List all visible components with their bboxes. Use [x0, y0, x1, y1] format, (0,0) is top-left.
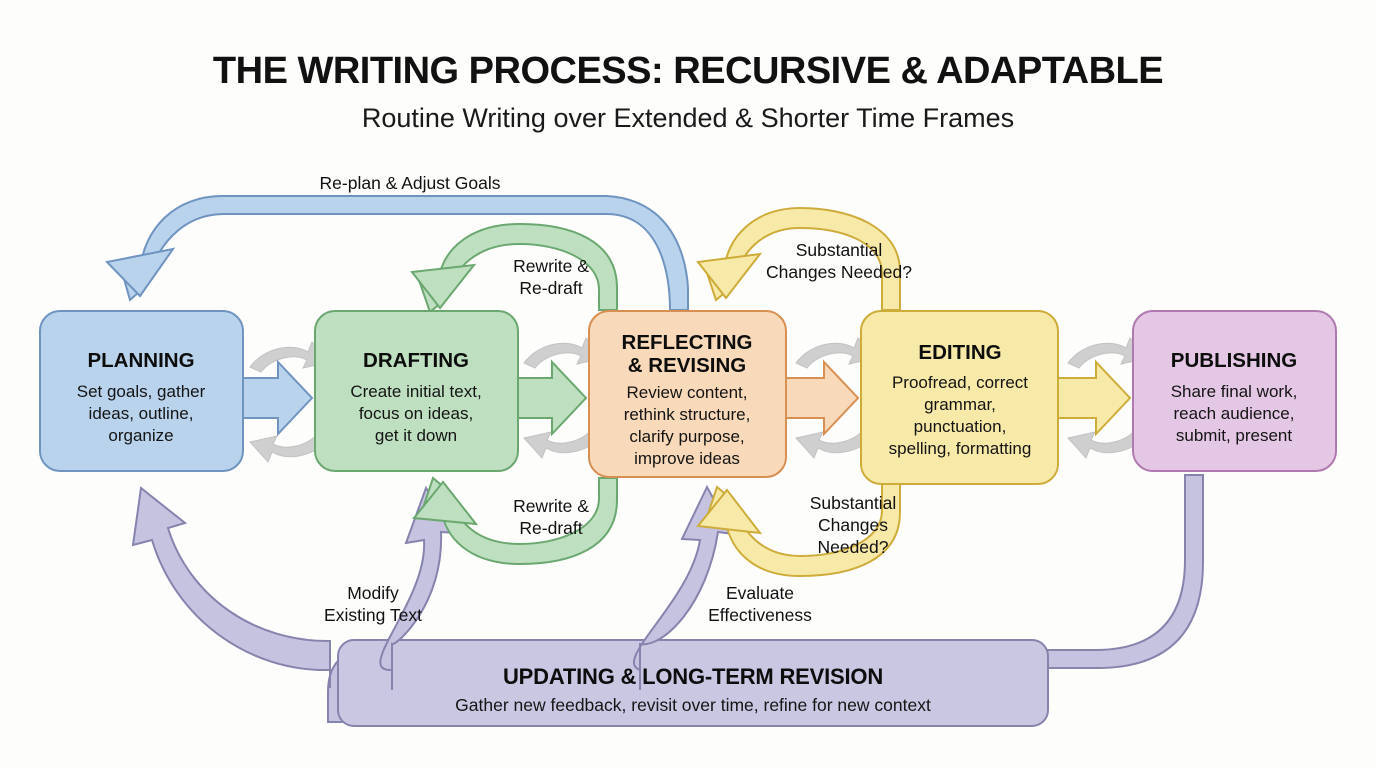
stage-desc-planning-2: ideas, outline,	[89, 404, 194, 423]
flow-arrow-reflecting-to-editing	[785, 359, 860, 437]
banner-subtitle: Gather new feedback, revisit over time, …	[455, 695, 931, 715]
substantial-top-arrowhead	[696, 252, 763, 300]
stage-box-editing[interactable]: EDITING Proofread, correct grammar, punc…	[860, 310, 1059, 485]
banner-title: UPDATING & LONG-TERM REVISION	[503, 664, 883, 689]
replan-arrowhead	[104, 247, 176, 298]
evaluate-label-line1: Evaluate	[726, 583, 794, 603]
flow-arrow-planning-to-drafting	[239, 359, 314, 437]
modify-existing-text-arrow-drafting	[379, 485, 457, 690]
rewrite-redraft-loop-bottom: Rewrite & Re-draft	[412, 476, 618, 566]
rewrite-redraft-loop-top: Rewrite & Re-draft	[410, 222, 618, 314]
recursive-arrows-reflecting-editing	[795, 337, 877, 459]
page-title: THE WRITING PROCESS: RECURSIVE & ADAPTAB…	[213, 50, 1163, 92]
rewrite-bottom-label-line2: Re-draft	[519, 518, 582, 538]
stage-title-planning: PLANNING	[87, 349, 194, 372]
stage-box-publishing[interactable]: PUBLISHING Share final work, reach audie…	[1132, 310, 1337, 472]
replan-adjust-goals-loop: Re-plan & Adjust Goals	[104, 173, 690, 311]
banner-box	[337, 639, 1049, 727]
substantial-bottom-label-line2: Changes	[818, 515, 888, 535]
stage-desc-drafting-1: Create initial text,	[350, 382, 481, 401]
evaluate-label-line2: Effectiveness	[708, 605, 812, 625]
stage-title-reflecting: REFLECTING	[622, 331, 753, 354]
stage-desc-editing-4: spelling, formatting	[889, 439, 1032, 458]
stage-desc-planning-3: organize	[108, 426, 173, 445]
rewrite-top-label-line1: Rewrite &	[513, 256, 589, 276]
rewrite-bottom-label-line1: Rewrite &	[513, 496, 589, 516]
substantial-changes-loop-top: Substantial Changes Needed?	[696, 206, 912, 311]
replan-loop-label: Re-plan & Adjust Goals	[320, 173, 501, 193]
stage-desc-publishing-3: submit, present	[1176, 426, 1292, 445]
stage-desc-editing-1: Proofread, correct	[892, 373, 1028, 392]
stage-title-reflecting-2: & REVISING	[628, 354, 746, 377]
modify-label-line1: Modify	[347, 583, 399, 603]
substantial-bottom-label-line1: Substantial	[810, 493, 897, 513]
stage-desc-reflecting-2: rethink structure,	[624, 405, 751, 424]
substantial-bottom-label-line3: Needed?	[817, 537, 888, 557]
stage-desc-reflecting-1: Review content,	[627, 383, 748, 402]
stage-desc-publishing-2: reach audience,	[1174, 404, 1295, 423]
stage-desc-reflecting-3: clarify purpose,	[629, 427, 744, 446]
flow-arrow-drafting-to-reflecting	[513, 359, 588, 437]
substantial-changes-loop-bottom: Substantial Changes Needed?	[696, 477, 901, 578]
substantial-top-label-line2: Changes Needed?	[766, 262, 912, 282]
recursive-arrows-editing-publishing	[1067, 337, 1149, 459]
rewrite-top-arrowhead	[410, 263, 477, 310]
stage-desc-drafting-3: get it down	[375, 426, 457, 445]
evaluate-effectiveness-arrow	[632, 484, 735, 690]
substantial-top-label-line1: Substantial	[796, 240, 883, 260]
stage-desc-reflecting-4: improve ideas	[634, 449, 740, 468]
stage-box-drafting[interactable]: DRAFTING Create initial text, focus on i…	[314, 310, 519, 472]
stage-title-drafting: DRAFTING	[363, 349, 469, 372]
stage-desc-editing-3: punctuation,	[914, 417, 1007, 436]
rewrite-bottom-arrowhead	[412, 480, 479, 526]
stage-desc-publishing-1: Share final work,	[1171, 382, 1298, 401]
stage-desc-drafting-2: focus on ideas,	[359, 404, 473, 423]
modify-existing-text-arrow-planning	[131, 486, 331, 688]
rewrite-top-label-line2: Re-draft	[519, 278, 582, 298]
modify-label-line2: Existing Text	[324, 605, 422, 625]
page-subtitle: Routine Writing over Extended & Shorter …	[362, 103, 1014, 133]
updating-long-term-band: UPDATING & LONG-TERM REVISION Gather new…	[327, 474, 1204, 727]
stage-desc-editing-2: grammar,	[924, 395, 996, 414]
stage-title-editing: EDITING	[918, 341, 1001, 364]
stage-box-reflecting-revising[interactable]: REFLECTING & REVISING Review content, re…	[588, 310, 787, 478]
stage-desc-planning-1: Set goals, gather	[77, 382, 206, 401]
stage-box-planning[interactable]: PLANNING Set goals, gather ideas, outlin…	[39, 310, 244, 472]
flow-arrow-editing-to-publishing	[1057, 359, 1132, 437]
substantial-bottom-arrowhead	[696, 488, 763, 535]
stage-title-publishing: PUBLISHING	[1171, 349, 1297, 372]
